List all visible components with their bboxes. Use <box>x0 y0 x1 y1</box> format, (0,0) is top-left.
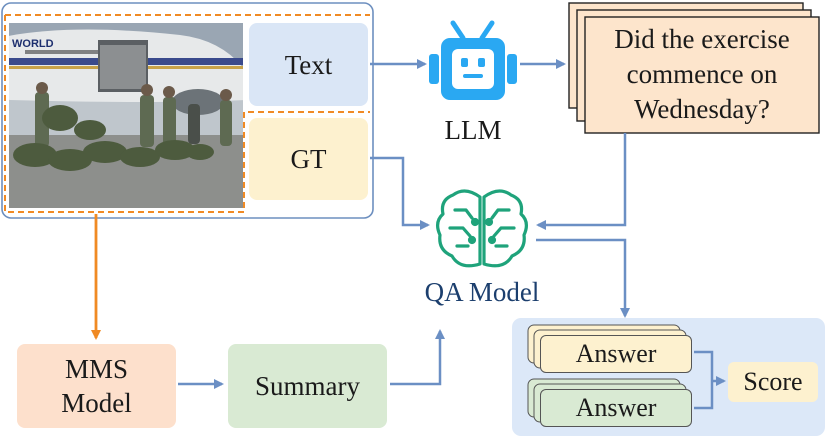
mms-model-line-2: Model <box>61 388 132 418</box>
answer-top-box: Answer <box>540 335 692 373</box>
arrow-summary-to-qa <box>390 329 445 386</box>
score-box: Score <box>728 362 818 402</box>
answer-bottom-label: Answer <box>575 393 657 422</box>
score-label: Score <box>743 367 803 396</box>
airplane-livery-text: WORLD <box>12 38 54 50</box>
summary-label: Summary <box>255 371 360 401</box>
gt-box: GT <box>249 118 368 200</box>
answer-top-label: Answer <box>575 339 657 368</box>
text-box: Text <box>249 23 368 106</box>
robot-icon <box>429 20 517 100</box>
arrow-qa-to-answers <box>536 238 630 318</box>
mms-model-box: MMS Model <box>17 344 176 428</box>
gt-box-label: GT <box>290 144 327 174</box>
question-line-3: Wednesday? <box>634 94 770 124</box>
gt-dashed-outline <box>4 14 370 213</box>
text-box-label: Text <box>284 49 333 80</box>
qa-model-label: QA Model <box>424 277 540 307</box>
input-photo: WORLD <box>9 23 243 208</box>
arrow-question-to-qa <box>536 133 627 230</box>
llm-label: LLM <box>444 115 502 145</box>
arrow-gt-to-qa <box>370 156 430 230</box>
summary-box: Summary <box>228 344 387 428</box>
answer-bottom-box: Answer <box>540 389 692 427</box>
question-line-2: commence on <box>626 59 778 89</box>
arrow-answers-to-score <box>694 350 724 410</box>
question-text: Did the exercise commence on Wednesday? <box>586 22 818 127</box>
question-line-1: Did the exercise <box>614 24 790 54</box>
question-card-stack <box>568 2 820 134</box>
mms-model-line-1: MMS <box>64 354 129 384</box>
brain-circuit-icon <box>436 189 528 268</box>
